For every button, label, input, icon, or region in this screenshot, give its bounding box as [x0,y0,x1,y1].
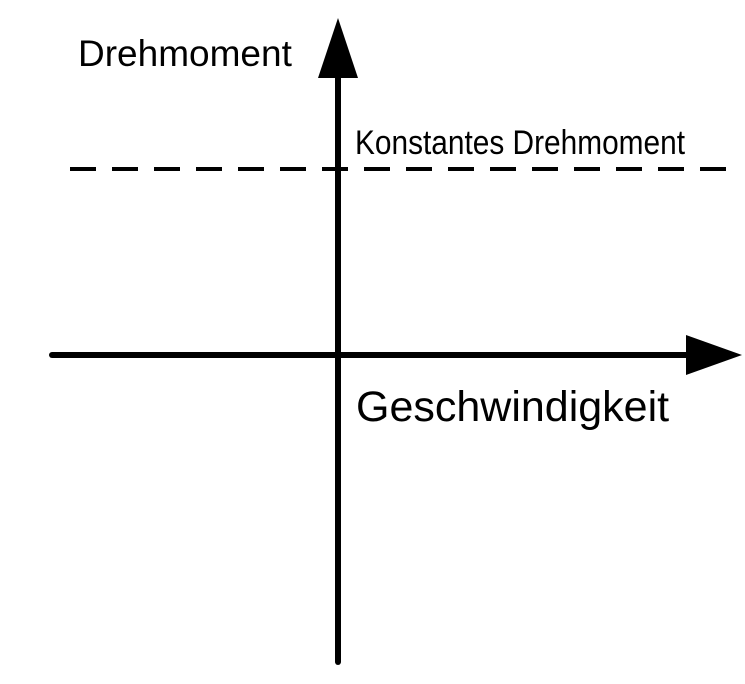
x-axis-label: Geschwindigkeit [356,383,669,431]
y-axis-label: Drehmoment [78,33,293,74]
constant-torque-label: Konstantes Drehmoment [355,124,685,162]
x-axis-arrowhead [686,335,742,375]
y-axis-arrowhead [318,18,358,78]
